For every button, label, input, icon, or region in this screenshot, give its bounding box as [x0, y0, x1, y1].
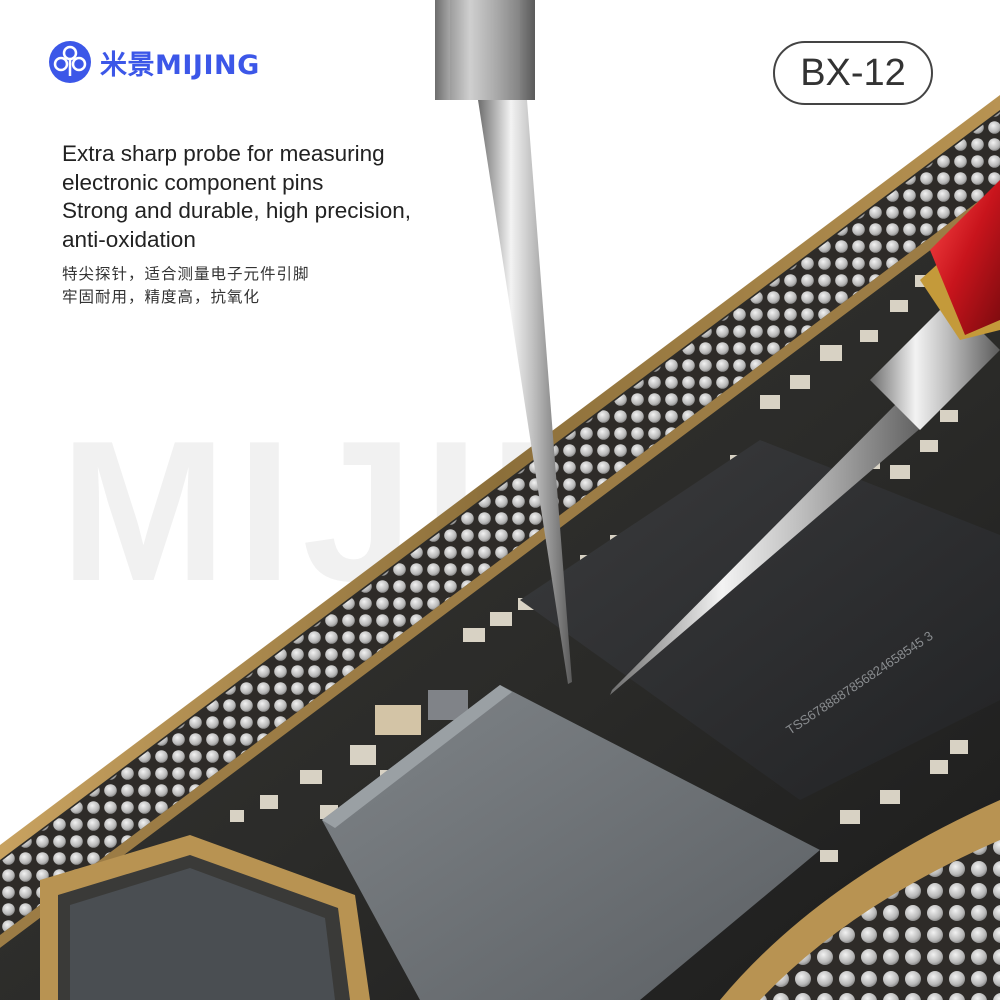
description-en-line: Strong and durable, high precision, — [62, 198, 411, 223]
left-probe — [435, 0, 572, 684]
description-zh-line: 牢固耐用，精度高，抗氧化 — [62, 288, 261, 306]
circuit-board — [0, 95, 1000, 1000]
description-en-line: anti-oxidation — [62, 226, 196, 252]
description-en-line: Extra sharp probe for measuring — [62, 141, 385, 166]
description-zh-line: 特尖探针，适合测量电子元件引脚 — [62, 265, 310, 283]
right-probe — [610, 180, 1000, 695]
soc-chip — [322, 685, 820, 1000]
description-chinese: 特尖探针，适合测量电子元件引脚 牢固耐用，精度高，抗氧化 — [62, 263, 310, 309]
brand-logo: 米景MIJING — [48, 40, 260, 84]
model-badge: BX-12 — [773, 41, 933, 105]
brand-name: 米景MIJING — [100, 49, 260, 81]
description-en-line: electronic component pins — [62, 169, 324, 195]
brand-flower-icon — [49, 41, 91, 83]
memory-chip: TSS6788887856824658545 3 — [520, 440, 1000, 800]
description-english: Extra sharp probe for measuring electron… — [62, 140, 411, 254]
